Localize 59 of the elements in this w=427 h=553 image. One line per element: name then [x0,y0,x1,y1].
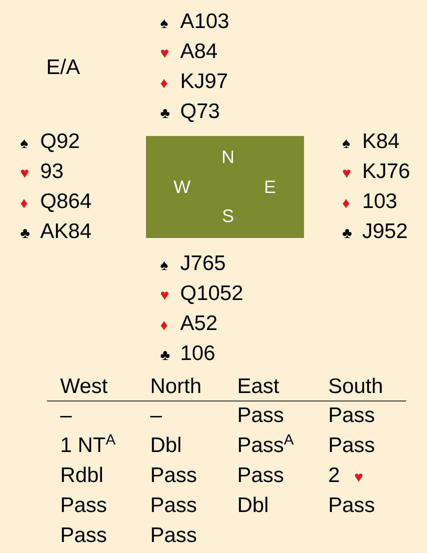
auction-call: 2 [329,467,339,482]
card-holding: KJ97 [182,73,227,88]
suit-symbol: ♥ [354,474,362,482]
auction-header: East [238,378,280,394]
card-holding: A52 [180,315,216,330]
suit-symbol: ♣ [342,229,352,238]
suit-symbol: ♣ [160,109,170,118]
auction-call: – [60,416,72,418]
auction-call: Rdbl [62,466,102,482]
suit-symbol: ♥ [20,170,28,178]
card-holding: A84 [180,43,217,58]
suit-symbol: ♠ [342,138,350,148]
suit-symbol: ♠ [160,18,168,28]
suit-symbol: ♦ [342,199,350,208]
auction-call: Dbl [238,496,268,512]
auction-call: Pass [62,528,106,542]
auction-call: Pass [62,498,106,512]
suit-symbol: ♦ [160,79,168,88]
card-holding: KJ76 [364,163,410,178]
suit-symbol: ♠ [160,260,168,270]
dealer-vulnerability: E/A [48,58,80,74]
suit-symbol: ♦ [160,321,168,330]
auction-call: Pass [238,468,284,482]
auction-call: Pass [330,438,374,452]
card-holding: K84 [364,133,399,148]
suit-symbol: ♥ [342,170,350,178]
auction-header: West [60,378,108,394]
suit-symbol: ♦ [20,199,28,208]
auction-call: Pass [152,498,196,512]
compass-letter: S [222,209,234,222]
card-holding: Q864 [41,193,91,212]
suit-symbol: ♥ [160,50,168,58]
suit-symbol: ♥ [160,292,168,300]
auction-call: Pass [152,528,196,542]
card-holding: A103 [180,13,228,28]
card-table [146,136,304,238]
auction-call: Pass [330,498,374,512]
compass-letter: W [174,180,190,193]
auction-call: Dbl [152,436,180,452]
card-holding: 103 [364,193,396,208]
auction-call: – [150,416,162,418]
auction-call: Pass [238,408,284,422]
card-holding: J952 [362,223,407,238]
suit-symbol: ♣ [20,229,30,238]
auction-header: North [152,378,200,394]
compass-letter: N [222,150,234,163]
card-holding: 93 [41,163,63,178]
suit-symbol: ♣ [160,351,170,360]
card-holding: Q92 [41,133,79,152]
suit-symbol: ♠ [20,138,28,148]
compass-letter: E [265,180,276,193]
auction-call: Pass$^{A}$ [238,434,294,452]
auction-call: 1 NT$^{A}$ [62,434,116,452]
auction-header: South [329,378,382,394]
card-holding: 106 [182,345,214,360]
card-holding: Q1052 [181,285,242,304]
auction-call: Pass [152,468,196,482]
card-holding: AK84 [40,223,91,238]
auction-call: Pass [330,408,374,422]
